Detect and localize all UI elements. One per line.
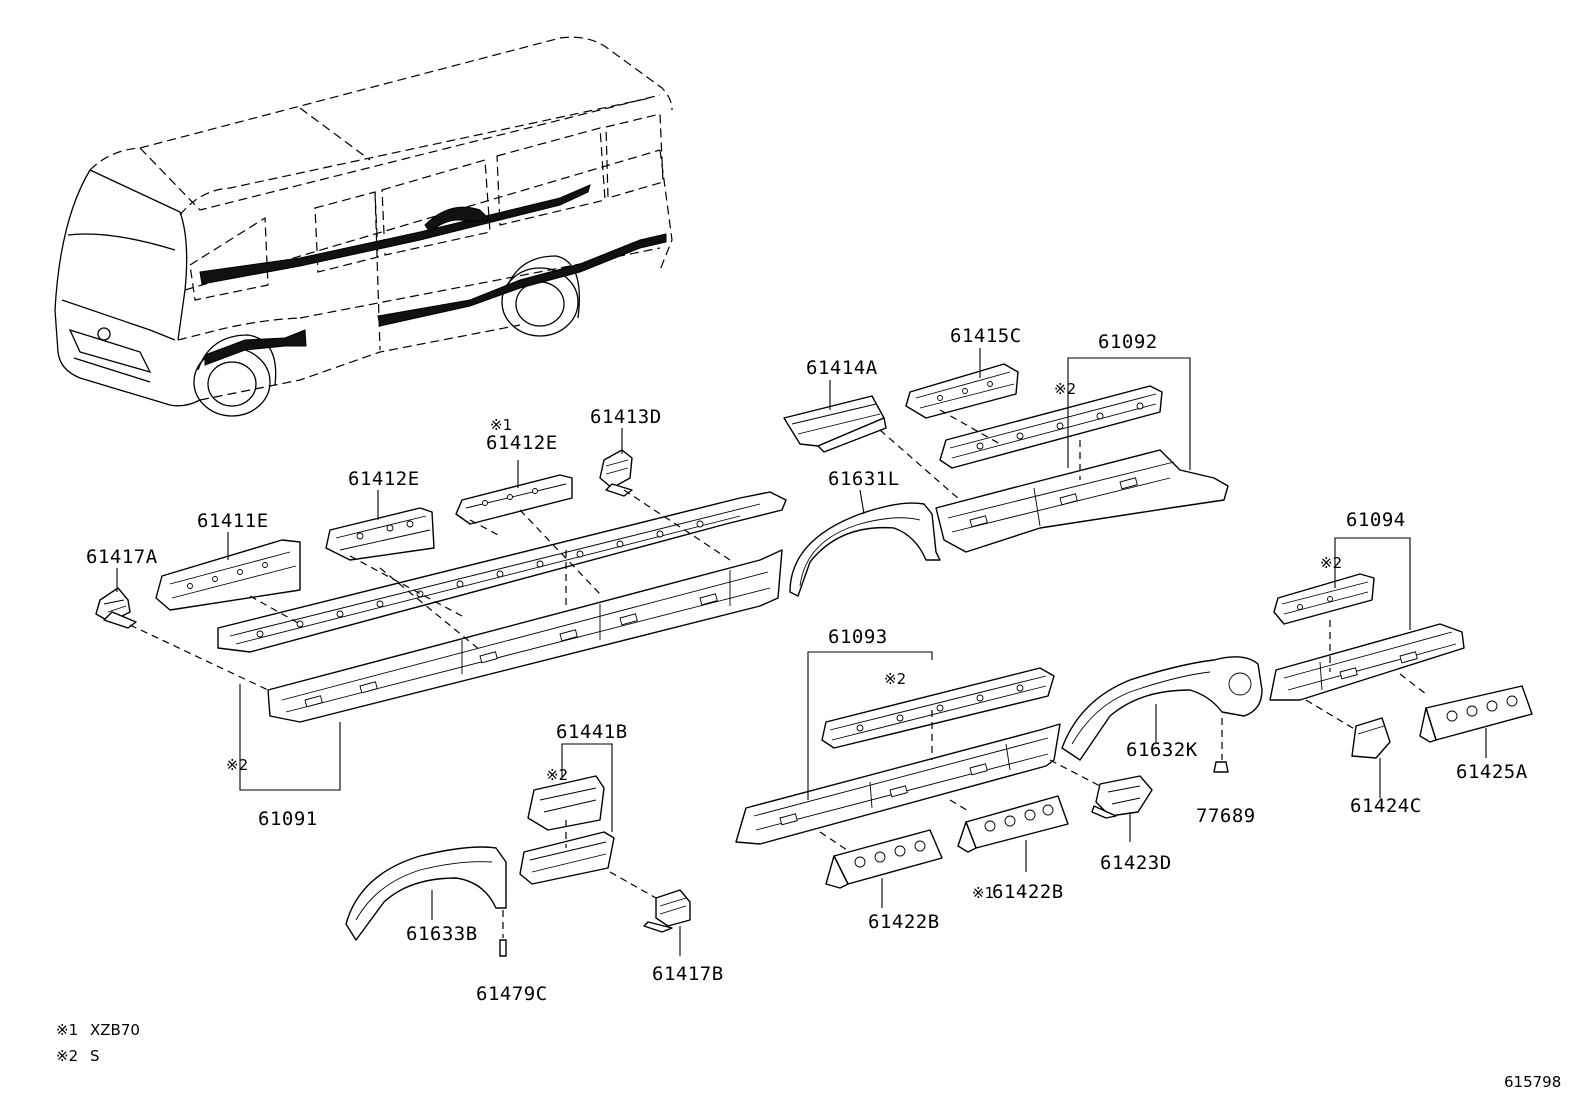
part-61631L-shape — [789, 502, 941, 597]
mark-x2-61091: ※2 — [226, 756, 248, 774]
part-61417A-shape — [95, 587, 137, 629]
label-61417B: 61417B — [652, 963, 724, 985]
part-61417B-shape — [643, 889, 691, 933]
part-labels: 61417A 61411E 61412E ※1 61412E 61413D 61… — [86, 325, 1528, 1005]
label-61415C: 61415C — [950, 325, 1022, 347]
label-77689: 77689 — [1196, 805, 1256, 827]
label-61414A: 61414A — [806, 357, 878, 379]
part-61479C-shape — [499, 939, 507, 957]
mark-x1-61422B: ※1 — [972, 884, 994, 902]
part-61632K-shape — [1061, 656, 1263, 761]
part-61633B-shape — [345, 846, 507, 941]
diagram-id: 615798 — [1504, 1073, 1561, 1091]
label-61422B: 61422B — [868, 911, 940, 933]
part-61424C-shape — [1351, 717, 1391, 759]
part-61093-lower-shape — [735, 723, 1061, 845]
mark-x2-61093: ※2 — [884, 670, 906, 688]
part-61415C-shape — [905, 363, 1019, 419]
part-61094-lower-shape — [1269, 623, 1465, 701]
leader-lines — [116, 348, 1487, 956]
part-61093-upper-shape — [821, 667, 1055, 749]
label-61412E-x1: 61412E — [486, 432, 558, 454]
part-61441B-upper-shape — [527, 775, 605, 831]
part-61092-lower-shape — [935, 449, 1229, 553]
part-61423D-shape — [1091, 775, 1153, 819]
part-77689-shape — [1213, 761, 1229, 773]
label-61423D: 61423D — [1100, 852, 1172, 874]
part-61412E-x1-shape — [455, 474, 573, 525]
label-61417A: 61417A — [86, 546, 158, 568]
van-illustration — [54, 36, 673, 417]
part-61414A-shape — [783, 395, 887, 453]
label-61094: 61094 — [1346, 509, 1406, 531]
label-61441B: 61441B — [556, 721, 628, 743]
part-61441B-lower-shape — [519, 831, 615, 885]
label-61412E: 61412E — [348, 468, 420, 490]
part-61094-upper-shape — [1273, 573, 1375, 625]
mark-x2-61441B: ※2 — [546, 766, 568, 784]
label-61092: 61092 — [1098, 331, 1158, 353]
label-61424C: 61424C — [1350, 795, 1422, 817]
legend: ※1 XZB70 ※2 S — [56, 1021, 140, 1065]
legend-mark-1: ※1 — [56, 1021, 78, 1039]
mark-x1-61412E: ※1 — [490, 416, 512, 434]
label-61633B: 61633B — [406, 923, 478, 945]
assembly-lines — [129, 409, 1427, 938]
part-61091-lower-shape — [267, 549, 783, 723]
legend-text-2: S — [90, 1047, 100, 1065]
part-61412E-shape — [325, 507, 435, 561]
part-61422B-shape — [825, 829, 943, 889]
label-61413D: 61413D — [590, 406, 662, 428]
part-61091-upper-shape — [217, 491, 787, 653]
mark-x2-61092: ※2 — [1054, 380, 1076, 398]
label-61479C: 61479C — [476, 983, 548, 1005]
label-61425A: 61425A — [1456, 761, 1528, 783]
label-61632K: 61632K — [1126, 739, 1198, 761]
label-61091: 61091 — [258, 808, 318, 830]
label-61093: 61093 — [828, 626, 888, 648]
part-61413D-shape — [599, 449, 633, 497]
legend-mark-2: ※2 — [56, 1047, 78, 1065]
legend-text-1: XZB70 — [90, 1021, 140, 1039]
mark-x2-61094: ※2 — [1320, 554, 1342, 572]
part-61425A-shape — [1419, 685, 1533, 743]
label-61631L: 61631L — [828, 468, 900, 490]
part-61092-upper-shape — [939, 385, 1163, 469]
part-61411E-shape — [155, 539, 301, 611]
part-61422B-x1-shape — [957, 795, 1069, 853]
label-61422B-x1: 61422B — [992, 881, 1064, 903]
label-61411E: 61411E — [197, 510, 269, 532]
